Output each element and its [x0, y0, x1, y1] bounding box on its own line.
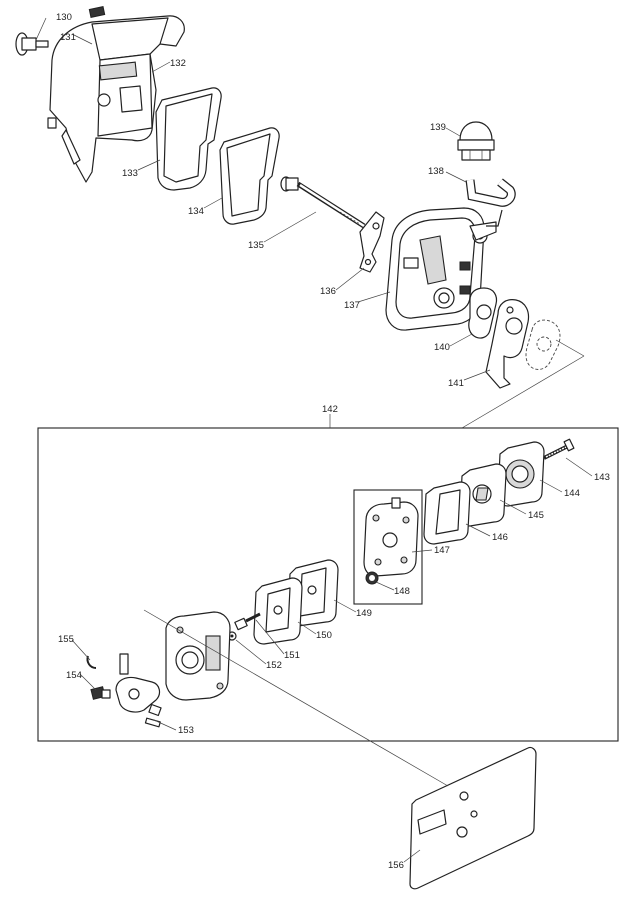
- part-153-throttle-lever: [115, 653, 162, 728]
- label-137: 137: [344, 300, 360, 311]
- label-136: 136: [320, 286, 336, 297]
- part-156-plate-gasket: [409, 746, 537, 890]
- label-139: 139: [430, 122, 446, 133]
- part-number-labels: 130 131 132 133 134 135 136 137 138 139 …: [56, 12, 610, 871]
- leader-lines: [35, 17, 593, 863]
- part-146-gasket: [423, 481, 471, 545]
- label-146: 146: [492, 532, 508, 543]
- part-151-screw: [234, 612, 261, 631]
- part-144-pump-cover: [497, 441, 545, 507]
- part-142-gasket-dashed: [525, 319, 561, 370]
- label-151: 151: [284, 650, 300, 661]
- part-155-clip: [86, 655, 97, 669]
- part-140-gasket: [468, 287, 498, 339]
- part-137-housing: [385, 207, 497, 331]
- label-135: 135: [248, 240, 264, 251]
- carburetor-main-block: [165, 611, 231, 701]
- part-147-carburetor-body: [363, 497, 419, 577]
- label-140: 140: [434, 342, 450, 353]
- label-147: 147: [434, 545, 450, 556]
- label-131: 131: [60, 32, 76, 43]
- label-134: 134: [188, 206, 204, 217]
- part-148-cap: [365, 571, 379, 585]
- part-135-long-bolt: [280, 176, 366, 229]
- part-134-filter-plate: [219, 127, 280, 225]
- part-150-diaphragm: [253, 577, 303, 645]
- label-156: 156: [388, 860, 404, 871]
- part-132-air-cleaner-cover: [47, 6, 185, 183]
- part-136-bracket: [359, 211, 385, 273]
- label-143: 143: [594, 472, 610, 483]
- label-152: 152: [266, 660, 282, 671]
- label-154: 154: [66, 670, 82, 681]
- label-133: 133: [122, 168, 138, 179]
- label-141: 141: [448, 378, 464, 389]
- label-148: 148: [394, 586, 410, 597]
- part-139-primer-bulb: [457, 121, 495, 161]
- label-145: 145: [528, 510, 544, 521]
- label-150: 150: [316, 630, 332, 641]
- part-138-fuel-line: [465, 178, 516, 227]
- part-143-screw: [543, 438, 575, 460]
- sub-assembly-frame-147: [353, 489, 423, 605]
- label-132: 132: [170, 58, 186, 69]
- label-138: 138: [428, 166, 444, 177]
- part-145-diaphragm: [459, 463, 507, 527]
- part-133-air-filter: [155, 87, 222, 191]
- label-130: 130: [56, 12, 72, 23]
- part-154-plug: [90, 686, 111, 700]
- part-141-insulator: [485, 299, 530, 389]
- part-130-knob: [15, 32, 49, 56]
- label-155: 155: [58, 634, 74, 645]
- label-149: 149: [356, 608, 372, 619]
- carburetor-kit-frame: [37, 427, 619, 742]
- label-142: 142: [322, 404, 338, 415]
- label-153: 153: [178, 725, 194, 736]
- label-144: 144: [564, 488, 580, 499]
